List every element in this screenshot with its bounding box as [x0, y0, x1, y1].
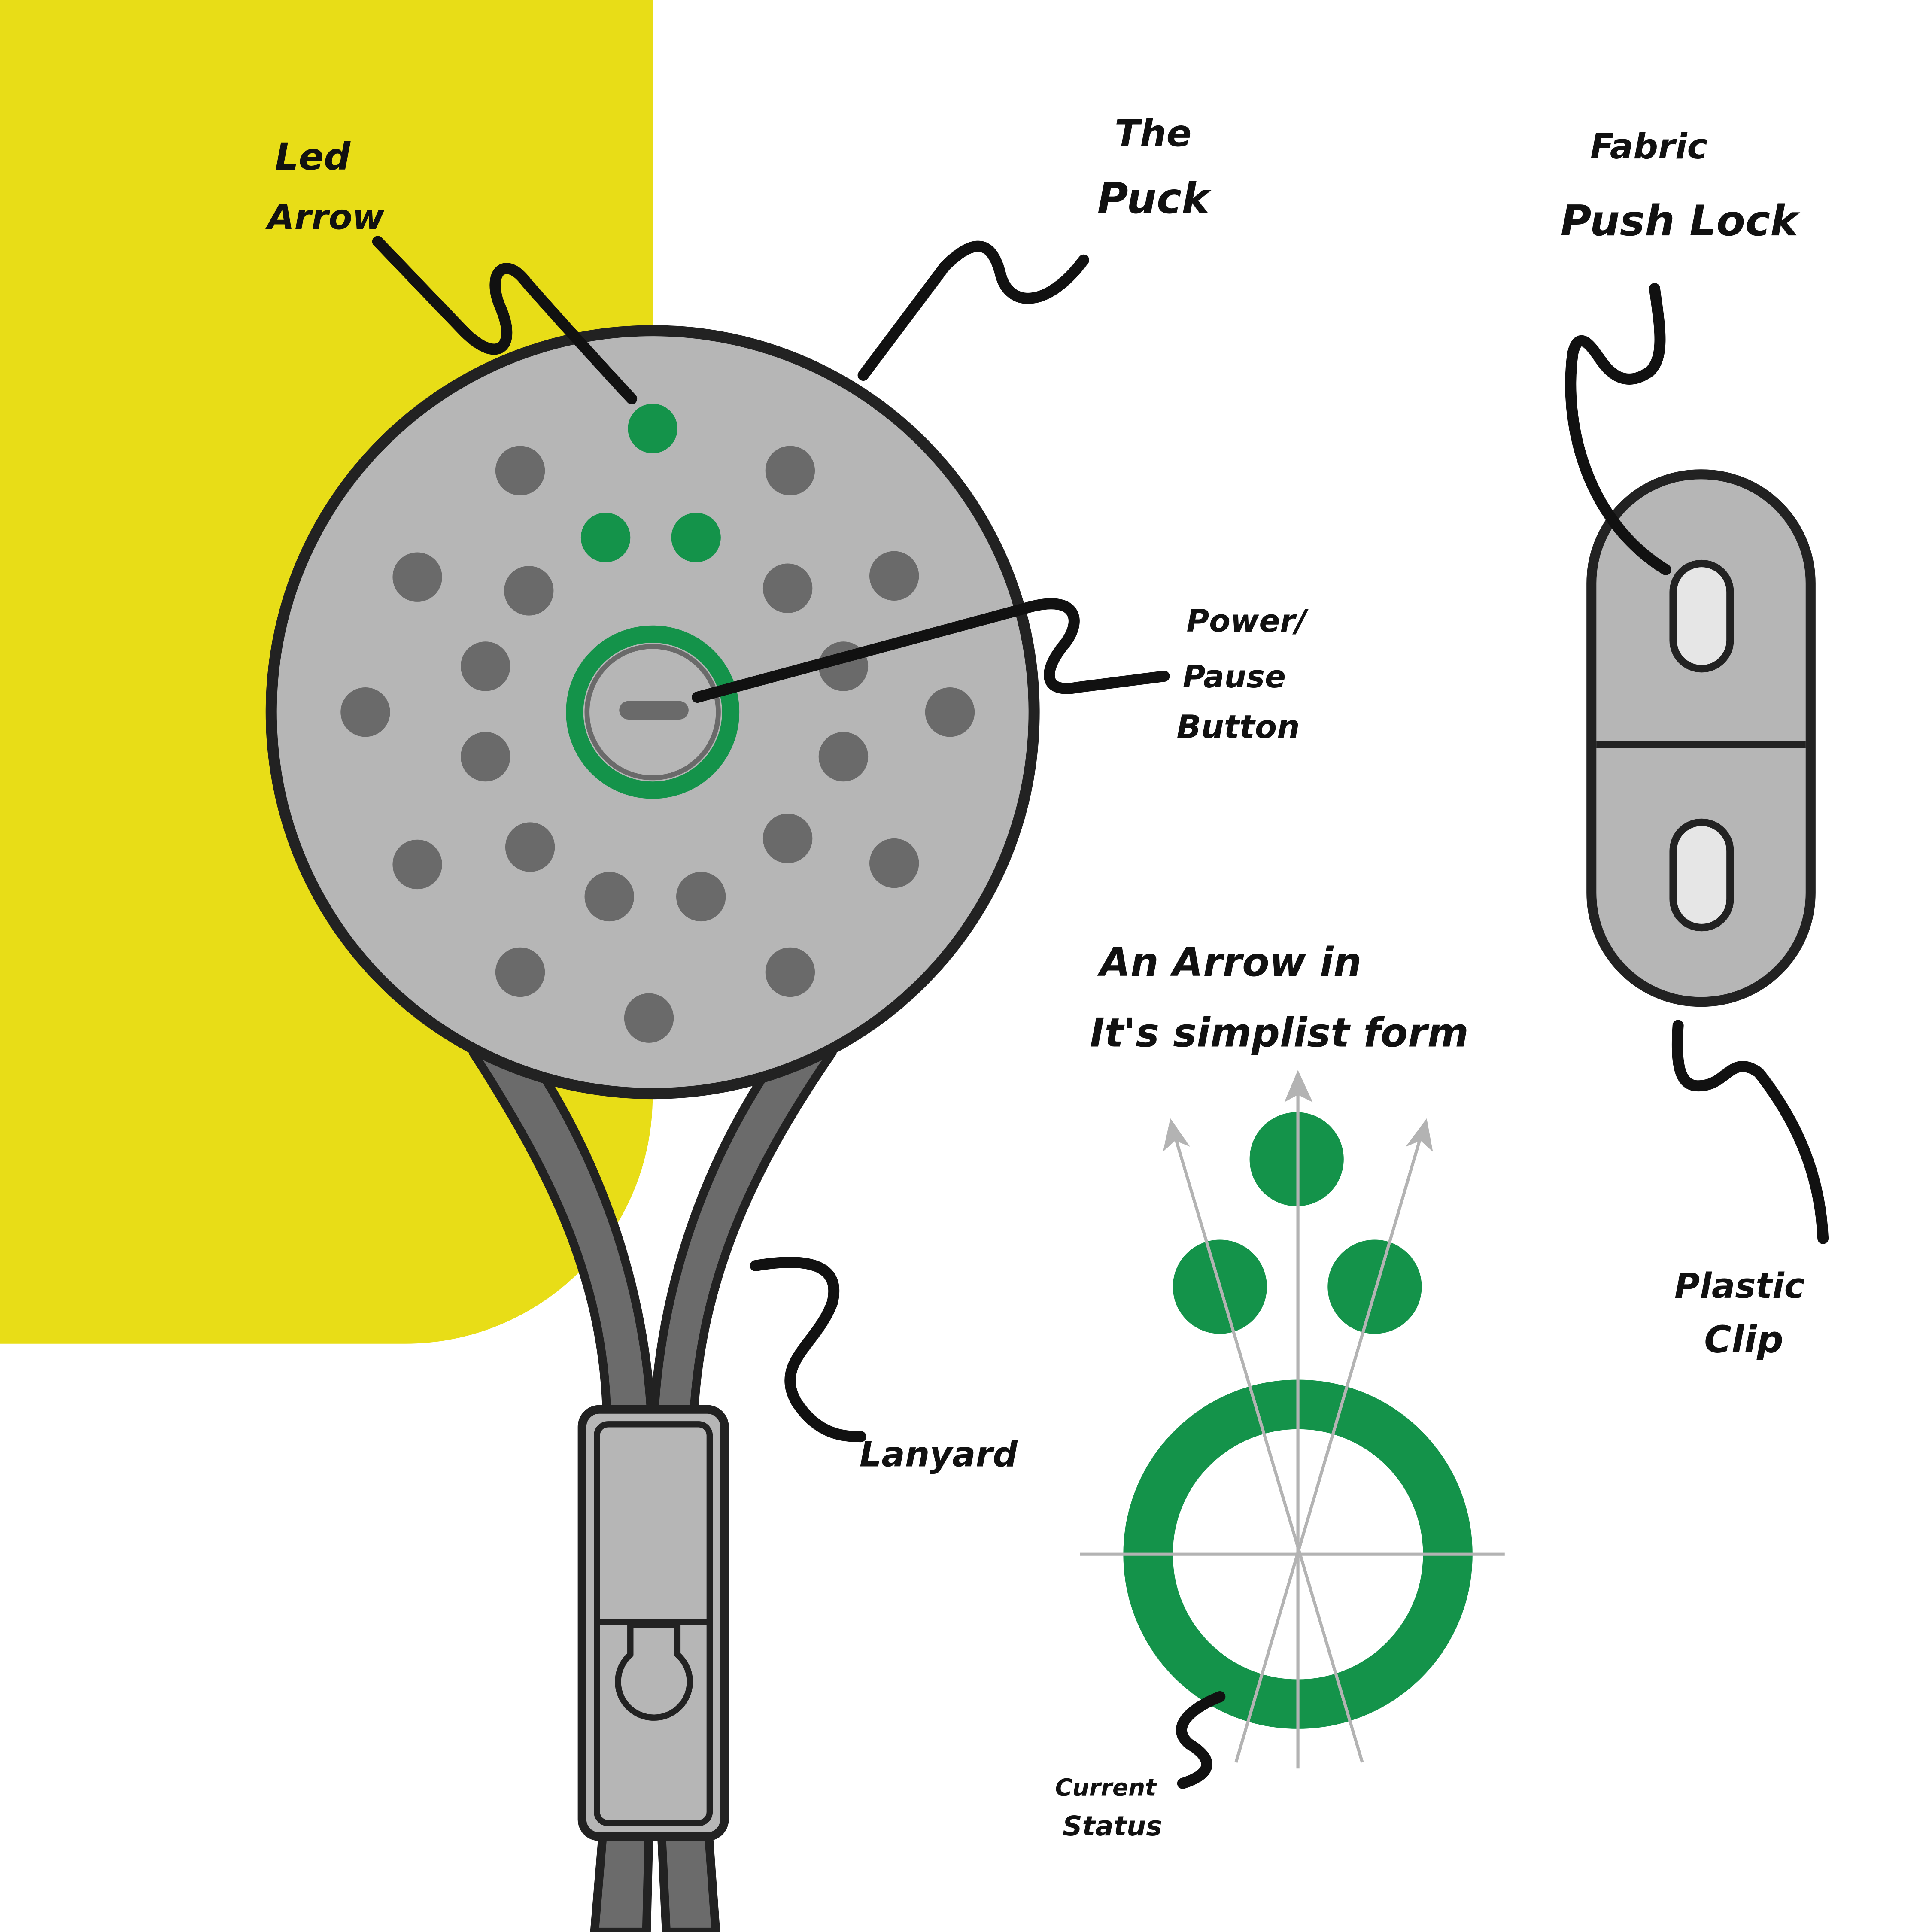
pause-bar-icon — [619, 701, 689, 720]
dot — [461, 641, 510, 691]
labels: Led Arrow The Puck Fabric Push Lock Powe… — [265, 112, 1804, 1842]
clip-window-bottom — [1669, 818, 1734, 932]
label-power-3: Button — [1176, 708, 1300, 746]
dot — [505, 822, 555, 872]
label-current-status-2: Status — [1063, 1810, 1162, 1842]
puck-dots — [340, 446, 975, 1043]
dot — [504, 566, 554, 616]
label-plastic-2: Clip — [1704, 1318, 1783, 1361]
lanyard-strap-right — [649, 1048, 837, 1422]
led-dot-right — [671, 513, 721, 562]
leader-the-puck — [857, 240, 1090, 381]
label-the-puck-1: The — [1115, 112, 1191, 155]
label-arrow-note-2: It's simplist form — [1090, 1010, 1468, 1056]
label-power-1: Power/ — [1186, 603, 1309, 639]
guide-diagonal-right — [1234, 1133, 1423, 1763]
dot — [869, 838, 919, 888]
led-arrow-lights — [580, 404, 721, 562]
leader-lanyard — [750, 1257, 866, 1443]
dot — [624, 993, 674, 1043]
leader-power-button — [692, 598, 1170, 703]
arrowhead-left — [1163, 1118, 1191, 1152]
label-current-status-1: Current — [1055, 1774, 1157, 1801]
clip-window-top — [1669, 559, 1734, 673]
dot — [762, 563, 813, 613]
dot — [762, 814, 813, 863]
puck — [265, 325, 1040, 1100]
guide-arrowheads — [1163, 1070, 1433, 1152]
leader-plastic-clip — [1671, 1020, 1829, 1244]
arrowhead-top — [1284, 1070, 1313, 1103]
leader-current-status — [1176, 1691, 1226, 1789]
label-fabric-2: Push Lock — [1561, 197, 1801, 246]
leader-led-arrow — [372, 236, 638, 404]
dot — [765, 947, 815, 997]
label-lanyard: Lanyard — [860, 1434, 1018, 1475]
label-led-arrow-2: Arrow — [265, 197, 385, 238]
label-arrow-note-1: An Arrow in — [1097, 939, 1362, 985]
arrowhead-right — [1406, 1118, 1433, 1152]
dot — [765, 446, 815, 495]
dot — [925, 687, 975, 737]
dot — [392, 839, 442, 890]
led-dot-left — [580, 513, 631, 562]
guide-lines — [1080, 1087, 1505, 1769]
label-led-arrow-1: Led — [275, 136, 351, 179]
label-plastic-1: Plastic — [1674, 1266, 1805, 1306]
dot — [461, 732, 510, 782]
label-fabric-1: Fabric — [1590, 127, 1708, 167]
plastic-clip — [1586, 469, 1816, 1007]
leader-lines — [372, 236, 1829, 1789]
dot — [392, 552, 442, 602]
lanyard-tail-right — [657, 1826, 720, 1932]
guide-diagonal-left — [1173, 1133, 1364, 1763]
label-power-2: Pause — [1183, 659, 1286, 695]
led-dot-top — [628, 404, 677, 453]
dot — [340, 687, 390, 737]
dot — [495, 446, 545, 495]
arrow-diagram — [1080, 1070, 1505, 1769]
dot — [584, 872, 634, 922]
label-the-puck-2: Puck — [1097, 174, 1212, 223]
dot — [676, 872, 726, 922]
power-pause-button[interactable] — [566, 625, 740, 799]
clip-body — [1586, 469, 1816, 1007]
arrow-led-right — [1327, 1239, 1422, 1334]
lanyard-tail-left — [590, 1826, 653, 1932]
leader-fabric-lock — [1565, 283, 1671, 575]
dot — [818, 732, 869, 782]
dot — [869, 551, 919, 601]
lanyard-slider — [577, 1405, 729, 1841]
lanyard-slider-keyhole-icon — [615, 1622, 693, 1721]
dot — [495, 947, 545, 997]
